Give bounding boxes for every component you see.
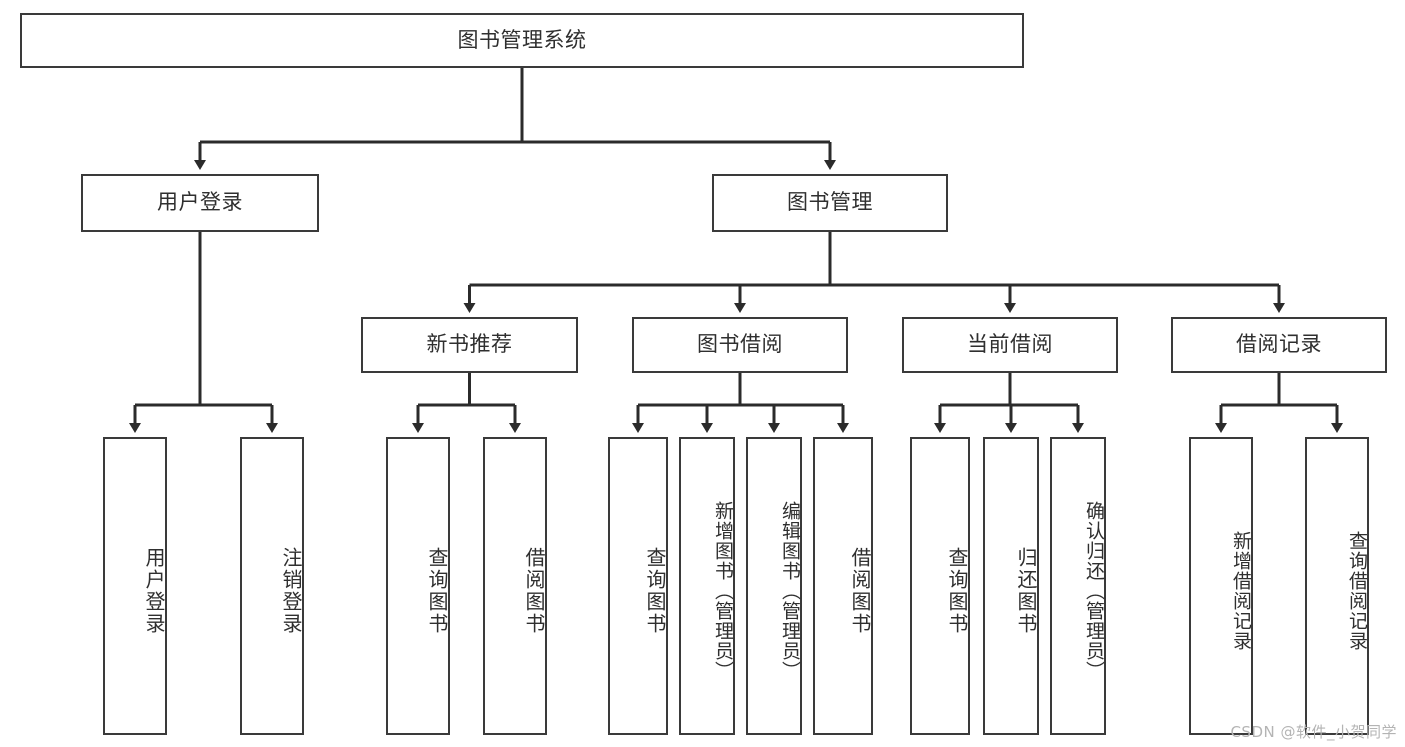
node-label: 当前借阅 [967, 332, 1053, 357]
node-label: 借阅图书 [522, 547, 546, 635]
node-leaf-queryrec[interactable]: 查询借阅记录 [1305, 437, 1369, 735]
node-label: 用户登录 [157, 190, 243, 215]
node-leaf-return[interactable]: 归还图书 [983, 437, 1039, 735]
node-label: 图书管理 [787, 190, 873, 215]
node-leaf-login[interactable]: 用户登录 [103, 437, 167, 735]
node-label: 编辑图书（管理员） [779, 501, 801, 681]
node-leaf-query3[interactable]: 查询图书 [910, 437, 970, 735]
csdn-watermark: CSDN @软件_小贺同学 [1230, 723, 1397, 741]
node-label: 查询图书 [425, 547, 449, 635]
node-label: 图书管理系统 [457, 27, 587, 52]
node-label: 新增借阅记录 [1230, 531, 1252, 651]
node-label: 查询图书 [945, 547, 969, 635]
node-leaf-edit[interactable]: 编辑图书（管理员） [746, 437, 802, 735]
node-label: 归还图书 [1014, 547, 1038, 635]
node-leaf-logout[interactable]: 注销登录 [240, 437, 304, 735]
node-leaf-query2[interactable]: 查询图书 [608, 437, 668, 735]
node-label: 确认归还（管理员） [1083, 501, 1105, 681]
node-bookmgmt[interactable]: 图书管理 [712, 174, 948, 232]
node-label: 图书借阅 [697, 332, 783, 357]
node-label: 查询图书 [643, 547, 667, 635]
node-leaf-borrow1[interactable]: 借阅图书 [483, 437, 547, 735]
node-login[interactable]: 用户登录 [81, 174, 319, 232]
node-newbook[interactable]: 新书推荐 [361, 317, 578, 373]
node-leaf-confirm[interactable]: 确认归还（管理员） [1050, 437, 1106, 735]
node-label: 新增图书（管理员） [712, 501, 734, 681]
node-current[interactable]: 当前借阅 [902, 317, 1118, 373]
node-borrow[interactable]: 图书借阅 [632, 317, 848, 373]
node-label: 查询借阅记录 [1346, 531, 1368, 651]
node-root[interactable]: 图书管理系统 [20, 13, 1024, 68]
node-label: 借阅记录 [1236, 332, 1322, 357]
node-label: 注销登录 [279, 547, 303, 635]
node-leaf-addrec[interactable]: 新增借阅记录 [1189, 437, 1253, 735]
node-leaf-add[interactable]: 新增图书（管理员） [679, 437, 735, 735]
node-records[interactable]: 借阅记录 [1171, 317, 1387, 373]
node-leaf-query1[interactable]: 查询图书 [386, 437, 450, 735]
node-label: 借阅图书 [848, 547, 872, 635]
node-leaf-borrow2[interactable]: 借阅图书 [813, 437, 873, 735]
node-label: 新书推荐 [426, 332, 513, 357]
node-label: 用户登录 [142, 547, 166, 635]
